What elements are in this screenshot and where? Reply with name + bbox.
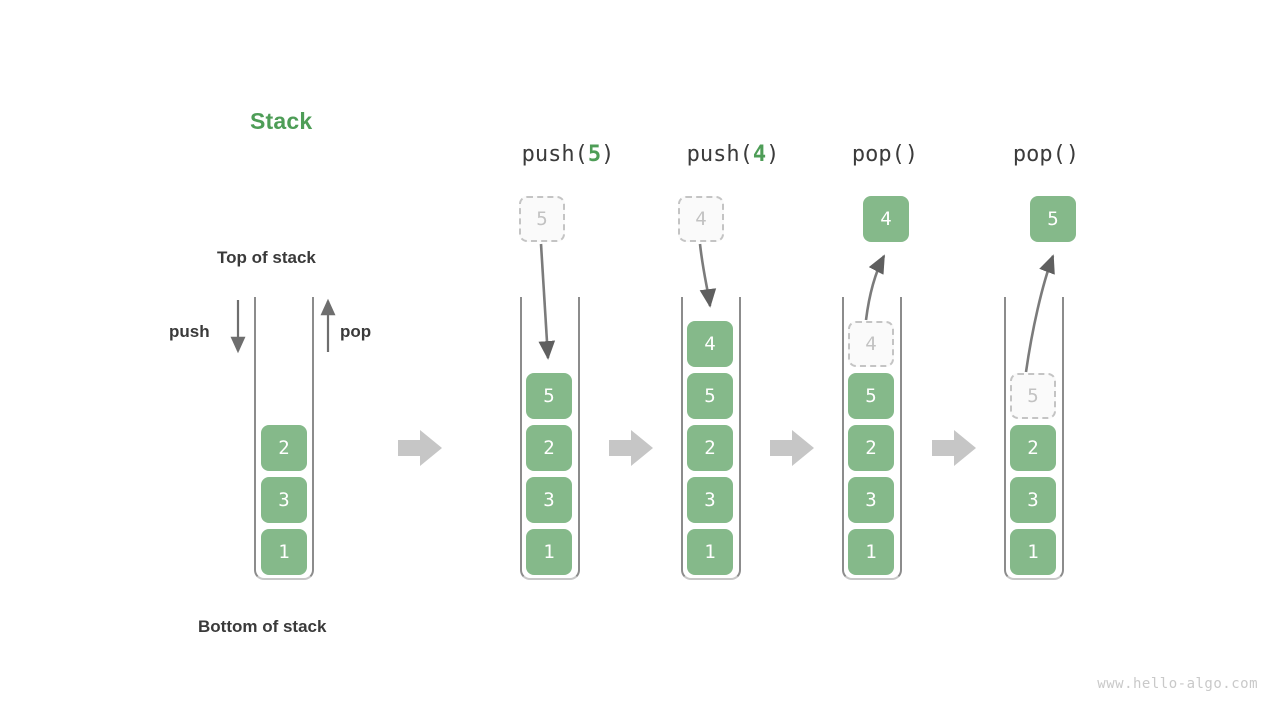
stack-cell: 2 xyxy=(526,425,572,471)
op-arg: 5 xyxy=(587,142,602,167)
stack-cell: 1 xyxy=(261,529,307,575)
flow-arrow-2 xyxy=(609,430,653,466)
page-title: Stack xyxy=(250,108,313,134)
label-push: push xyxy=(169,322,210,341)
stack-cell: 5 xyxy=(526,373,572,419)
op-label-pop-1: pop() xyxy=(852,142,918,167)
stack-cell: 3 xyxy=(261,477,307,523)
stack-cell-ghost: 4 xyxy=(848,321,894,367)
stack-cell: 2 xyxy=(1010,425,1056,471)
stack-cell: 2 xyxy=(687,425,733,471)
stack-cell: 1 xyxy=(526,529,572,575)
flow-arrow-4 xyxy=(932,430,976,466)
label-top-of-stack: Top of stack xyxy=(217,248,316,267)
op-prefix: pop( xyxy=(1012,142,1066,167)
stack-cell: 4 xyxy=(687,321,733,367)
op-suffix: ) xyxy=(904,142,919,167)
stack-cell: 5 xyxy=(848,373,894,419)
op-prefix: pop( xyxy=(851,142,905,167)
op-prefix: push( xyxy=(521,142,588,167)
stack-cell: 5 xyxy=(687,373,733,419)
flow-arrow-3 xyxy=(770,430,814,466)
outgoing-cell: 4 xyxy=(863,196,909,242)
label-bottom-of-stack: Bottom of stack xyxy=(198,617,327,636)
stack-cell: 1 xyxy=(1010,529,1056,575)
flow-arrow-1 xyxy=(398,430,442,466)
stack-cell-ghost: 5 xyxy=(1010,373,1056,419)
stack-cell: 1 xyxy=(687,529,733,575)
op-prefix: push( xyxy=(686,142,753,167)
stack-cell: 2 xyxy=(848,425,894,471)
outgoing-cell: 5 xyxy=(1030,196,1076,242)
op-suffix: ) xyxy=(1065,142,1080,167)
label-pop: pop xyxy=(340,322,372,341)
stack-container xyxy=(254,297,314,580)
incoming-cell-ghost: 5 xyxy=(519,196,565,242)
stack-container xyxy=(842,297,902,580)
op-label-pop-2: pop() xyxy=(1013,142,1079,167)
stack-cell: 3 xyxy=(848,477,894,523)
op-label-push-5: push(5) xyxy=(522,142,615,167)
watermark: www.hello-algo.com xyxy=(1097,676,1258,692)
stack-container xyxy=(681,297,741,580)
op-label-push-4: push(4) xyxy=(687,142,780,167)
stack-container xyxy=(520,297,580,580)
op-suffix: ) xyxy=(766,142,780,167)
stack-cell: 1 xyxy=(848,529,894,575)
stack-cell: 3 xyxy=(1010,477,1056,523)
stack-cell: 3 xyxy=(526,477,572,523)
incoming-cell-ghost: 4 xyxy=(678,196,724,242)
stack-container xyxy=(1004,297,1064,580)
stack-cell: 3 xyxy=(687,477,733,523)
op-suffix: ) xyxy=(601,142,615,167)
stack-cell: 2 xyxy=(261,425,307,471)
op-arg: 4 xyxy=(752,142,767,167)
